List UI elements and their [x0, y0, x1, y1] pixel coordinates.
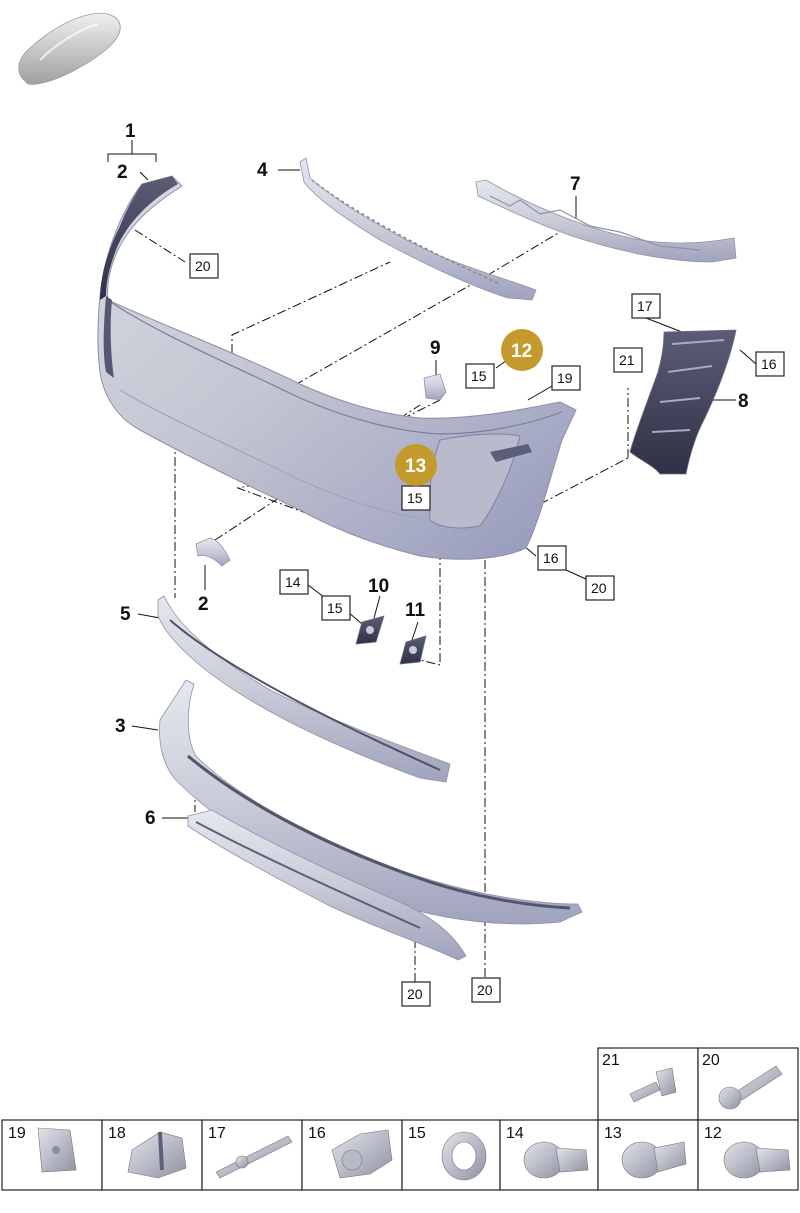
sensor-icon-14 [523, 1141, 589, 1179]
label-11: 11 [405, 600, 426, 621]
box-16-a: 16 [761, 356, 777, 372]
circle-13 [395, 444, 437, 486]
pin-icon [215, 1135, 293, 1179]
underbody-panel-part-6 [187, 809, 467, 961]
legend-17-num: 17 [208, 1125, 226, 1142]
label-9: 9 [430, 338, 441, 359]
box-16-b: 16 [543, 550, 559, 566]
sensor-icon-13 [621, 1141, 687, 1179]
box-21: 21 [619, 352, 635, 368]
lower-trim-part-3 [159, 679, 583, 925]
box-14: 14 [285, 574, 301, 590]
bracket-part-9 [423, 373, 447, 401]
box-20-b: 20 [591, 580, 607, 596]
grommet-icon [331, 1129, 393, 1179]
legend-bottom-row: 19 18 17 16 15 14 13 12 [1, 1119, 799, 1191]
bumper-cover-part-1 [97, 175, 577, 560]
legend-15-num: 15 [408, 1125, 426, 1142]
label-2b: 2 [198, 594, 209, 615]
legend-18-num: 18 [108, 1125, 126, 1142]
push-rivet-icon [629, 1067, 677, 1103]
sensor-holder-part-10 [355, 615, 385, 645]
legend-13-num: 13 [604, 1125, 622, 1142]
label-8: 8 [738, 391, 749, 412]
boxed-callouts: 20 17 16 21 19 15 15 16 20 14 15 20 20 [189, 253, 785, 1007]
box-15-b: 15 [407, 490, 423, 506]
sensor-holder-part-11 [399, 635, 427, 665]
legend-19-num: 19 [8, 1125, 26, 1142]
box-15-a: 15 [471, 368, 487, 384]
circle-12 [501, 329, 543, 371]
ring-icon [441, 1131, 487, 1181]
legend-12-num: 12 [704, 1125, 722, 1142]
circle-12-label: 12 [511, 341, 532, 362]
leader-lines [107, 140, 757, 819]
label-5: 5 [120, 604, 131, 625]
bracket-icon [127, 1131, 187, 1179]
legend-20-num: 20 [702, 1052, 720, 1069]
label-7: 7 [570, 174, 581, 195]
label-4: 4 [257, 160, 268, 181]
screw-icon [718, 1065, 783, 1110]
spoiler-part-5 [157, 595, 451, 783]
box-17: 17 [637, 298, 653, 314]
impact-absorber-part-7 [475, 179, 737, 263]
upper-reinforcement-part-4 [299, 157, 537, 301]
legend-top-row: 21 20 [597, 1047, 799, 1121]
label-2: 2 [117, 162, 128, 183]
clip-plate-icon [37, 1127, 77, 1173]
label-6: 6 [145, 808, 156, 829]
circle-13-label: 13 [405, 456, 426, 477]
box-15-c: 15 [327, 600, 343, 616]
legend-21-num: 21 [602, 1052, 620, 1069]
car-silhouette-icon [18, 12, 121, 85]
label-10: 10 [368, 576, 389, 597]
legend-16-num: 16 [308, 1125, 326, 1142]
label-3: 3 [115, 716, 126, 737]
box-19: 19 [557, 370, 573, 386]
tow-hook-cover-part-2 [195, 537, 231, 567]
highlight-callouts: 12 13 [395, 329, 543, 486]
box-20-a: 20 [195, 258, 211, 274]
sensor-icon-12 [723, 1141, 791, 1179]
box-20-d: 20 [477, 982, 493, 998]
label-1: 1 [125, 121, 136, 142]
legend-14-num: 14 [506, 1125, 524, 1142]
side-grille-bracket-part-8 [629, 329, 737, 475]
part-number-labels: 1 2 4 7 9 8 2 10 11 5 3 6 [115, 121, 749, 829]
box-20-c: 20 [407, 986, 423, 1002]
